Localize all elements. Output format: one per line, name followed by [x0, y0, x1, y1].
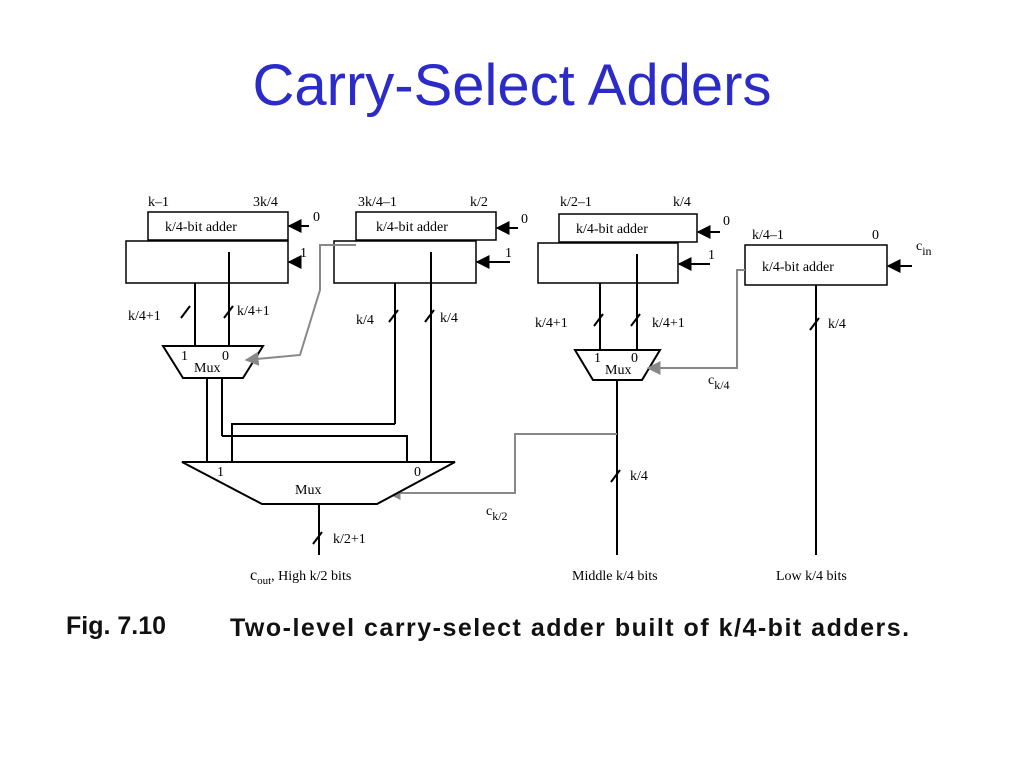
adder4-lsb-label: 0: [872, 228, 879, 243]
adder3-carry1-box: [537, 242, 679, 284]
bus-width-middle: k/4: [630, 469, 648, 484]
middle-output-wire: [610, 380, 621, 555]
adder-block-middle: k/2–1 k/4 k/4-bit adder 0 1: [537, 195, 730, 284]
adder2-cin0-label: 0: [521, 212, 528, 227]
adder1-lsb-label: 3k/4: [253, 195, 278, 210]
mux-left-in1: 1: [181, 349, 188, 364]
adder1-output-wires: [180, 252, 234, 345]
adder3-carry0-label: k/4-bit adder: [576, 222, 648, 237]
adder1-cin0-label: 0: [313, 210, 320, 225]
bus-width-final: k/2+1: [333, 532, 366, 547]
output-low-label: Low k/4 bits: [776, 569, 847, 584]
adder2-msb-label: 3k/4–1: [358, 195, 397, 210]
mux-crossover-wires: [206, 378, 408, 462]
bus-width-a3-right: k/4+1: [652, 316, 685, 331]
bus-width-a1-left: k/4+1: [128, 309, 161, 324]
bus-width-a2-right: k/4: [440, 311, 458, 326]
adder1-msb-label: k–1: [148, 195, 169, 210]
adder3-cin0-label: 0: [723, 214, 730, 229]
adder1-carry0-label: k/4-bit adder: [165, 220, 237, 235]
carry-select-adder-diagram: k–1 3k/4 k/4-bit adder 0 1 3k/4–1 k/2 k/…: [125, 195, 932, 587]
mux-middle-small: [573, 349, 662, 381]
high-output-wire: [312, 504, 323, 555]
mux-middle-label: Mux: [605, 363, 631, 378]
adder1-carry0-box: [147, 211, 289, 241]
adder1-carry1-box: [125, 240, 289, 284]
adder4-msb-label: k/4–1: [752, 228, 784, 243]
output-middle-label: Middle k/4 bits: [572, 569, 658, 584]
adder2-lsb-label: k/2: [470, 195, 488, 210]
bus-width-a1-right: k/4+1: [237, 304, 270, 319]
figure-description: Two-level carry-select adder built of k/…: [230, 614, 911, 642]
adder-block-second: 3k/4–1 k/2 k/4-bit adder 0 1: [333, 195, 528, 284]
bus-width-a3-left: k/4+1: [535, 316, 568, 331]
adder1-cin1-label: 1: [300, 246, 307, 261]
mux-big: [181, 461, 456, 505]
mux-left-small: [161, 345, 265, 379]
adder2-carry0-label: k/4-bit adder: [376, 220, 448, 235]
adder4-box: [744, 244, 888, 286]
mux-big-in1: 1: [217, 465, 224, 480]
mux-left-in0: 0: [222, 349, 229, 364]
adder2-carry0-box: [355, 211, 497, 241]
output-high-label: cout, High k/2 bits: [250, 567, 351, 587]
bus-width-a4: k/4: [828, 317, 846, 332]
adder3-carry0-box: [558, 213, 698, 243]
adder2-carry1-box: [333, 240, 477, 284]
mux-big-label: Mux: [295, 483, 321, 498]
carry-wire-k4: [646, 269, 745, 375]
adder3-output-wires: [593, 254, 641, 350]
adder4-label: k/4-bit adder: [762, 260, 834, 275]
carry-wire-adder2-to-mux: [244, 244, 356, 366]
mux-big-in0: 0: [414, 465, 421, 480]
mux-left-label: Mux: [194, 361, 220, 376]
adder2-output-wires: [388, 252, 435, 462]
adder3-cin1-label: 1: [708, 248, 715, 263]
figure-number: Fig. 7.10: [66, 612, 167, 640]
carry-k4-label: ck/4: [708, 373, 730, 392]
carry-wire-k2: [386, 433, 617, 500]
adder3-msb-label: k/2–1: [560, 195, 592, 210]
adder3-lsb-label: k/4: [673, 195, 691, 210]
adder4-output-wire: [809, 285, 820, 555]
adder-block-low: k/4–1 0 k/4-bit adder cin: [744, 228, 932, 286]
mux-middle-in0: 0: [631, 351, 638, 366]
adder2-cin1-label: 1: [505, 246, 512, 261]
bus-width-a2-left: k/4: [356, 313, 374, 328]
cin-label: cin: [916, 239, 932, 258]
slide-title: Carry-Select Adders: [252, 53, 772, 118]
adder-block-high: k–1 3k/4 k/4-bit adder 0 1: [125, 195, 320, 284]
carry-k2-label: ck/2: [486, 504, 508, 523]
mux-middle-in1: 1: [594, 351, 601, 366]
